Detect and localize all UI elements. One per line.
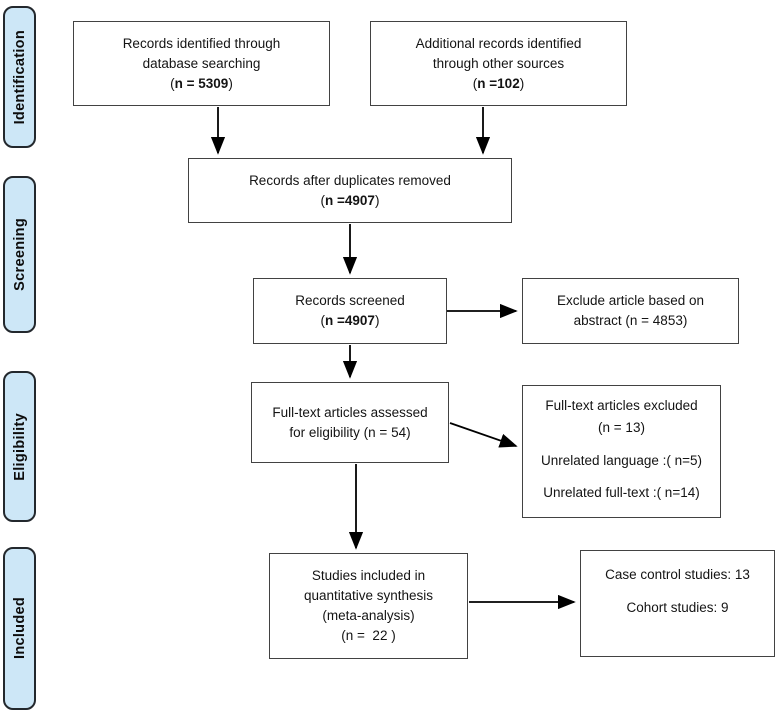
stage-tab-included: Included	[3, 547, 36, 710]
box-fulltext-excluded: Full-text articles excluded (n = 13) Unr…	[522, 385, 721, 518]
box-text-line: quantitative synthesis	[303, 588, 434, 603]
box-count-line: (n =4907)	[320, 192, 380, 208]
box-text-line: Records identified through	[122, 35, 281, 51]
box-records-screened: Records screened (n =4907)	[253, 278, 447, 344]
box-text-line: for eligibility (n = 54)	[289, 424, 411, 440]
box-count-line: (n = 5309)	[170, 75, 233, 91]
box-text-line: Case control studies: 13	[605, 567, 750, 582]
stage-tab-screening: Screening	[3, 176, 36, 333]
stage-label-screening: Screening	[11, 218, 28, 291]
box-text-line: Additional records identified	[415, 35, 582, 51]
box-records-identified: Records identified through database sear…	[73, 21, 330, 106]
box-study-types: Case control studies: 13 Cohort studies:…	[580, 550, 775, 657]
stage-label-identification: Identification	[11, 29, 28, 125]
box-text-line: Unrelated language :( n=5)	[541, 453, 702, 468]
box-text-line: Exclude article based on	[556, 293, 705, 308]
box-additional-records: Additional records identified through ot…	[370, 21, 627, 106]
box-text-line: Unrelated full-text :( n=14)	[543, 485, 700, 500]
box-count-line: (n =102)	[472, 75, 525, 91]
box-text-line: database searching	[142, 55, 261, 71]
box-text-line: abstract (n = 4853)	[573, 313, 688, 328]
box-included-synthesis: Studies included in quantitative synthes…	[269, 553, 468, 659]
box-excluded-by-abstract: Exclude article based on abstract (n = 4…	[522, 278, 739, 344]
stage-label-eligibility: Eligibility	[11, 412, 28, 481]
box-text-line: through other sources	[432, 55, 565, 71]
box-count-line: (n =4907)	[320, 313, 380, 328]
stage-tab-identification: Identification	[3, 6, 36, 148]
stage-label-included: Included	[11, 597, 28, 660]
box-text-line: (meta-analysis)	[322, 608, 415, 623]
stage-tab-eligibility: Eligibility	[3, 371, 36, 522]
box-text-line: Records screened	[295, 293, 405, 308]
box-text-line: Records after duplicates removed	[249, 172, 451, 188]
box-fulltext-assessed: Full-text articles assessed for eligibil…	[251, 382, 449, 463]
box-text-line: (n = 13)	[598, 420, 645, 435]
box-text-line: Full-text articles assessed	[272, 404, 428, 420]
box-text-line: Studies included in	[311, 568, 426, 583]
box-duplicates-removed: Records after duplicates removed (n =490…	[188, 158, 512, 223]
box-text-line: Full-text articles excluded	[545, 398, 698, 413]
arrow-fulltext-assessed-to-fulltext-excluded	[449, 422, 518, 448]
box-text-line: (n = 22 )	[341, 628, 396, 643]
box-text-line: Cohort studies: 9	[626, 600, 729, 615]
